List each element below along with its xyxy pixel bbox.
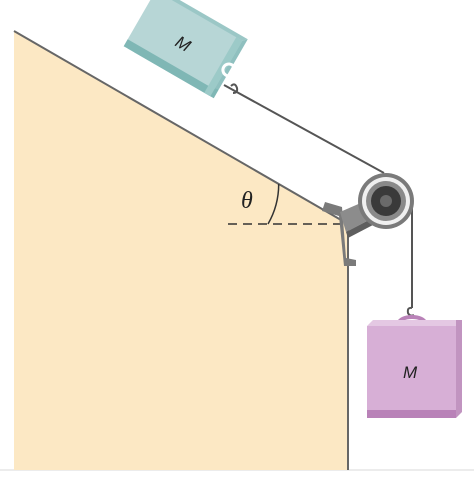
hanging-block-mass-label: M <box>403 363 418 382</box>
angle-arc <box>267 183 280 225</box>
angle-theta-label: θ <box>241 188 253 214</box>
rope-hook-top <box>230 83 239 94</box>
incline-block: M <box>123 0 248 99</box>
pulley-wheel <box>358 173 414 229</box>
incline-surface <box>14 31 348 470</box>
rope-hook-bottom <box>406 306 415 317</box>
hanging-block: M <box>367 315 462 418</box>
incline-slope-edge <box>13 30 349 225</box>
rope-incline-segment <box>223 84 385 174</box>
